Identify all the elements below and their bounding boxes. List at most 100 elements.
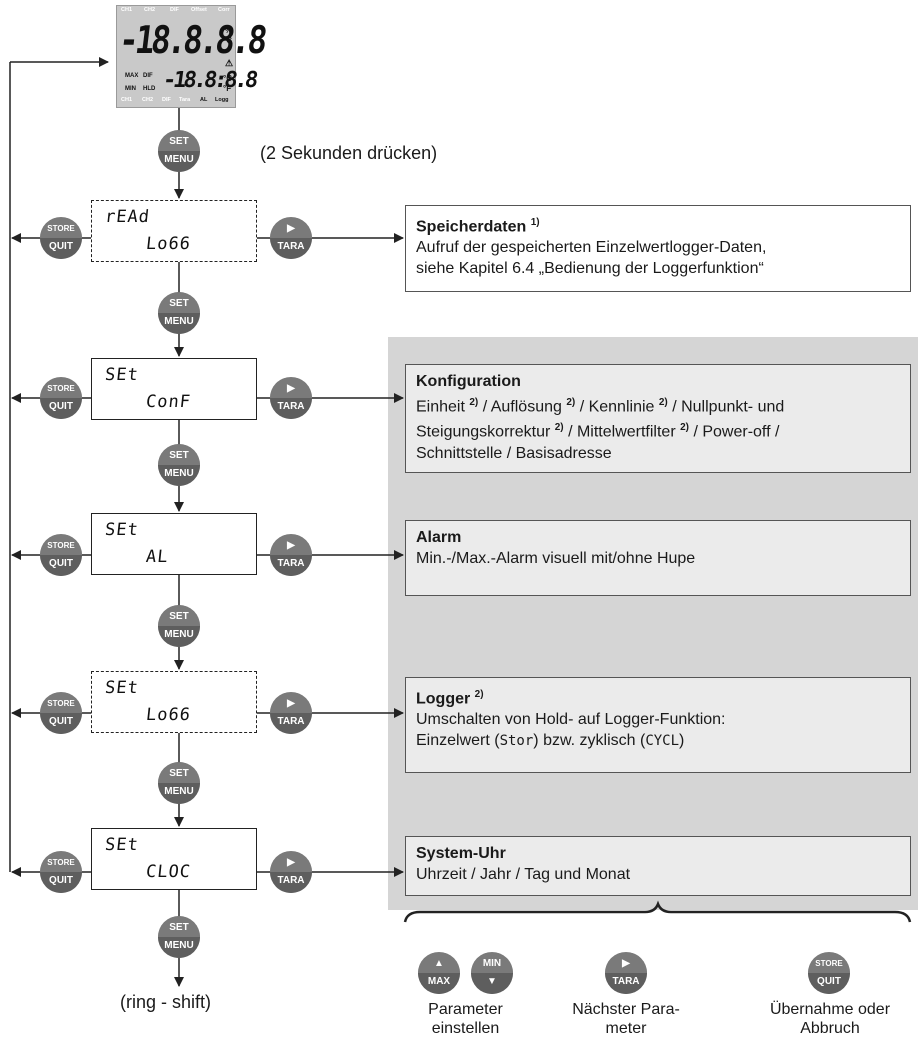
lcd-label-dif: DIF	[170, 7, 179, 13]
menu-line2: AL	[144, 547, 170, 567]
play-icon: ▶	[605, 953, 647, 974]
menu-label: MENU	[158, 465, 200, 486]
lcd-indicator-min: MIN	[125, 86, 136, 92]
press-note: (2 Sekunden drücken)	[260, 143, 438, 163]
footnote: 2)	[469, 397, 479, 408]
play-icon: ▶	[270, 852, 312, 873]
info-konfiguration: Konfiguration Einheit 2) / Auflösung 2) …	[405, 364, 911, 473]
lcd-label-tara-bottom: Tara	[179, 97, 191, 103]
legend-next: Nächster Para- meter	[570, 1000, 682, 1038]
info-text: Einheit	[416, 398, 470, 416]
footnote: 2)	[680, 422, 690, 434]
lcd-label-ch2-bottom: CH2	[142, 97, 154, 103]
tara-legend-button[interactable]: ▶TARA	[605, 952, 647, 994]
tara-label: TARA	[605, 973, 647, 994]
legend-text: Nächster Para-	[572, 1001, 680, 1018]
tara-button[interactable]: ▶TARA	[270, 692, 312, 734]
quit-label: QUIT	[40, 872, 82, 893]
lcd-label-ch1: CH1	[121, 7, 133, 13]
store-label: STORE	[40, 535, 82, 556]
lcd-indicator-hld: HLD	[143, 86, 156, 92]
info-line: siehe Kapitel 6.4 „Bedienung der Loggerf…	[416, 260, 764, 278]
info-logger: Logger 2) Umschalten von Hold- auf Logge…	[405, 677, 911, 773]
lcd-indicator-max: MAX	[125, 73, 139, 79]
menu-set-cloc: SEt CLOC	[91, 828, 257, 890]
menu-label: MENU	[158, 313, 200, 334]
menu-label: MENU	[158, 626, 200, 647]
store-label: STORE	[808, 953, 850, 974]
tara-label: TARA	[270, 713, 312, 734]
quit-label: QUIT	[40, 555, 82, 576]
menu-line1: SEt	[103, 835, 140, 855]
info-text: Einzelwert (	[416, 732, 500, 750]
legend-take-over: Übernahme oder Abbruch	[765, 1000, 895, 1038]
legend-text: Übernahme oder	[769, 1001, 891, 1018]
info-text: / Kennlinie	[575, 398, 659, 416]
down-arrow-icon: ▼	[471, 973, 513, 994]
menu-line2: CLOC	[144, 862, 193, 882]
lcd-label-corr: Corr	[218, 7, 230, 13]
menu-set-logg: SEt Lo66	[91, 671, 257, 733]
menu-line2: Lo66	[144, 234, 193, 254]
lcd-label-ch2: CH2	[144, 7, 156, 13]
lcd-label-al-bottom: AL	[200, 97, 208, 103]
tara-button[interactable]: ▶TARA	[270, 217, 312, 259]
store-label: STORE	[40, 218, 82, 239]
tara-label: TARA	[270, 872, 312, 893]
lcd-unit-celsius-bottom: °C	[223, 74, 232, 83]
lcd-main-digits: -18.8.8.8	[116, 18, 267, 62]
tara-button[interactable]: ▶TARA	[270, 534, 312, 576]
footnote: 1)	[530, 217, 540, 228]
menu-set-conf: SEt ConF	[91, 358, 257, 420]
set-label: SET	[158, 606, 200, 627]
max-button[interactable]: ▲MAX	[418, 952, 460, 994]
lcd-label-dif-bottom: DIF	[162, 97, 171, 103]
footnote: 2)	[474, 689, 484, 700]
legend-text: meter	[605, 1020, 647, 1037]
lcd-indicator-dif: DIF	[143, 73, 153, 79]
menu-read-logg: rEAd Lo66	[91, 200, 257, 262]
tara-button[interactable]: ▶TARA	[270, 377, 312, 419]
info-title: Konfiguration	[416, 373, 521, 390]
info-text: Schnittstelle / Basisadresse	[416, 444, 612, 462]
menu-label: MENU	[158, 937, 200, 958]
min-button[interactable]: MIN▼	[471, 952, 513, 994]
lcd-bottom-labels: CH1 CH2 DIF Tara AL Logg	[117, 97, 235, 106]
tara-label: TARA	[270, 238, 312, 259]
set-label: SET	[158, 917, 200, 938]
seg-text-cycl: CYCL	[645, 733, 680, 750]
store-label: STORE	[40, 852, 82, 873]
menu-line2: ConF	[144, 392, 193, 412]
tara-button[interactable]: ▶TARA	[270, 851, 312, 893]
lcd-unit-fahrenheit: °F	[223, 84, 232, 93]
max-label: MAX	[418, 973, 460, 994]
quit-label: QUIT	[808, 973, 850, 994]
info-text: / Mittelwertfilter	[563, 423, 681, 441]
lcd-top-labels: CH1 CH2 DIF Offset Corr	[117, 7, 235, 16]
legend-parameter: Parameter einstellen	[418, 1000, 513, 1038]
info-system-uhr: System-Uhr Uhrzeit / Jahr / Tag und Mona…	[405, 836, 911, 896]
info-title: Alarm	[416, 529, 462, 546]
info-text: / Nullpunkt- und	[667, 398, 785, 416]
legend-text: Parameter	[428, 1001, 503, 1018]
footnote: 2)	[554, 422, 564, 434]
store-label: STORE	[40, 693, 82, 714]
menu-label: MENU	[158, 783, 200, 804]
menu-set-al: SEt AL	[91, 513, 257, 575]
lcd-secondary-digits: -18.8:8.8	[161, 68, 257, 93]
play-icon: ▶	[270, 218, 312, 239]
ring-shift-note: (ring - shift)	[120, 992, 212, 1012]
